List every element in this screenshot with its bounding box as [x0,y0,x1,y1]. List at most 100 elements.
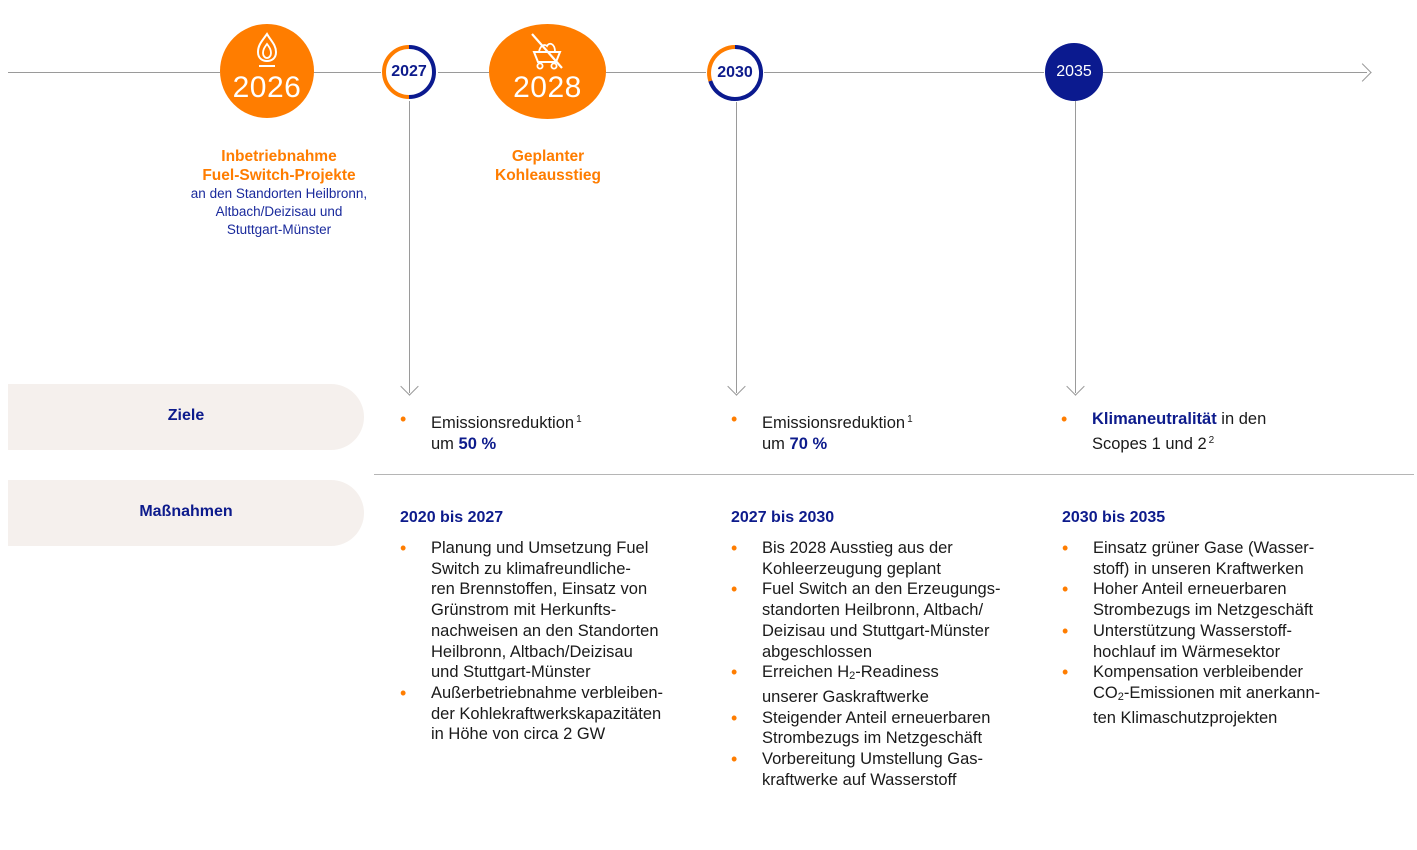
timeline-line [764,72,1044,74]
line: der Kohlekraftwerkskapazitäten [431,704,662,723]
timeline-line [438,72,489,74]
progress-ring [382,45,436,99]
line: Kompensation verbleibender [1093,663,1304,682]
progress-ring [707,45,763,101]
row-separator [374,474,1414,476]
goal-2035: Klimaneutralität in den Scopes 1 und 22 [1061,409,1372,455]
list-item: Außerbetriebnahme verbleiben- der Kohlek… [400,683,720,745]
footnote-mark: 1 [907,414,913,425]
line: Strombezugs im Netzgeschäft [762,729,983,748]
down-arrowhead [400,377,419,396]
list-item: Unterstützung Wasserstoff- hochlauf im W… [1062,621,1392,662]
milestone-2027-ring: 2027 [381,44,437,100]
measures-list: Einsatz grüner Gase (Wasser- stoff) in u… [1062,538,1392,728]
connector-line [1075,101,1077,393]
milestone-title: Fuel-Switch-Projekte [202,167,356,184]
line: und Stuttgart-Münster [431,663,591,682]
milestone-title: Kohleausstieg [495,167,601,184]
milestone-year: 2035 [1056,63,1092,80]
milestone-year: 2027 [391,63,427,80]
line: stoff) in unseren Kraftwerken [1093,559,1304,578]
line: Kohleerzeugung geplant [762,559,941,578]
timeline-line [606,72,706,74]
milestone-year: 2028 [513,71,582,104]
measures-list: Bis 2028 Ausstieg aus der Kohleerzeugung… [731,538,1051,790]
line: Vorbereitung Umstellung Gas- [762,750,984,769]
list-item: Einsatz grüner Gase (Wasser- stoff) in u… [1062,538,1392,579]
down-arrowhead [727,377,746,396]
goal-text: in den [1216,410,1267,428]
goal-text: um [431,435,459,453]
line: kraftwerke auf Wasserstoff [762,770,957,789]
footnote-mark: 2 [1208,435,1215,446]
no-coal-icon [531,33,563,70]
line: Heilbronn, Altbach/Deizisau [431,642,633,661]
list-item: Steigender Anteil erneuerbaren Strombezu… [731,708,1051,749]
milestone-2028-text: Geplanter Kohleausstieg [476,147,620,185]
line: ren Brennstoffen, Einsatz von [431,580,648,599]
milestone-2028-circle: 2028 [489,24,606,119]
line: Einsatz grüner Gase (Wasser- [1093,539,1315,557]
milestone-2026-text: Inbetriebnahme Fuel-Switch-Projekte an d… [168,147,390,239]
milestone-2030-ring: 2030 [706,44,764,102]
milestone-title: Inbetriebnahme [221,148,337,165]
line: nachweisen an den Standorten [431,621,659,640]
goal-text: Emissionsreduktion [762,414,906,432]
list-item: Bis 2028 Ausstieg aus der Kohleerzeugung… [731,538,1051,579]
row-label-text: Ziele [167,407,205,424]
line: Grünstrom mit Herkunfts- [431,601,617,620]
milestone-year: 2026 [232,71,302,104]
line: Strombezugs im Netzgeschäft [1093,601,1314,620]
goal-value: 70 % [789,435,828,453]
line: Planung und Umsetzung Fuel [431,539,649,557]
milestone-description: Stuttgart-Münster [226,222,332,237]
timeline-line [313,72,381,74]
row-label-ziele: Ziele [8,384,364,450]
milestone-2026-circle: 2026 [220,24,314,118]
list-item: Erreichen H2-Readiness unserer Gaskraftw… [731,662,1051,707]
period-heading: 2027 bis 2030 [731,509,835,526]
line: CO [1093,683,1118,702]
timeline-line [8,72,220,74]
line: Fuel Switch an den Erzeugungs- [762,580,1001,599]
goal-value: 50 % [458,435,497,453]
line: hochlauf im Wärmesektor [1093,642,1281,661]
line: Deizisau und Stuttgart-Münster [762,621,990,640]
measures-list: Planung und Umsetzung Fuel Switch zu kli… [400,538,720,745]
line: Steigender Anteil erneuerbaren [762,708,991,727]
list-item: Vorbereitung Umstellung Gas- kraftwerke … [731,749,1051,790]
connector-line [409,101,411,393]
row-label-massnahmen: Maßnahmen [8,480,364,546]
subscript: 2 [1117,690,1124,703]
row-label-text: Maßnahmen [139,503,233,520]
line: Erreichen H [762,663,850,682]
milestone-2035-dot: 2035 [1045,43,1103,101]
milestone-description: an den Standorten Heilbronn, [190,186,368,201]
goal-value: Klimaneutralität [1092,410,1217,428]
subscript: 2 [849,670,856,683]
list-item: Planung und Umsetzung Fuel Switch zu kli… [400,538,720,683]
period-heading: 2030 bis 2035 [1062,509,1166,526]
line: Unterstützung Wasserstoff- [1093,621,1292,640]
line: Bis 2028 Ausstieg aus der [762,539,953,557]
line: abgeschlossen [762,642,873,661]
flame-icon [256,32,278,67]
line: -Readiness [855,663,939,682]
down-arrowhead [1066,377,1085,396]
line: Außerbetriebnahme verbleiben- [431,683,664,702]
milestone-description: Altbach/Deizisau und [215,204,343,219]
connector-line [736,102,738,393]
timeline-line [1103,72,1367,74]
list-item: Hoher Anteil erneuerbaren Strombezugs im… [1062,579,1392,620]
line: Switch zu klimafreundliche- [431,559,631,578]
footnote-mark: 1 [576,414,582,425]
goal-text: Scopes 1 und 2 [1092,435,1207,453]
milestone-year: 2030 [717,64,753,81]
line: Hoher Anteil erneuerbaren [1093,580,1287,599]
goal-text: um [762,435,790,453]
milestone-title: Geplanter [511,148,585,165]
period-heading: 2020 bis 2027 [400,509,504,526]
line: standorten Heilbronn, Altbach/ [762,601,984,620]
list-item: Kompensation verbleibender CO2-Emissione… [1062,662,1392,728]
